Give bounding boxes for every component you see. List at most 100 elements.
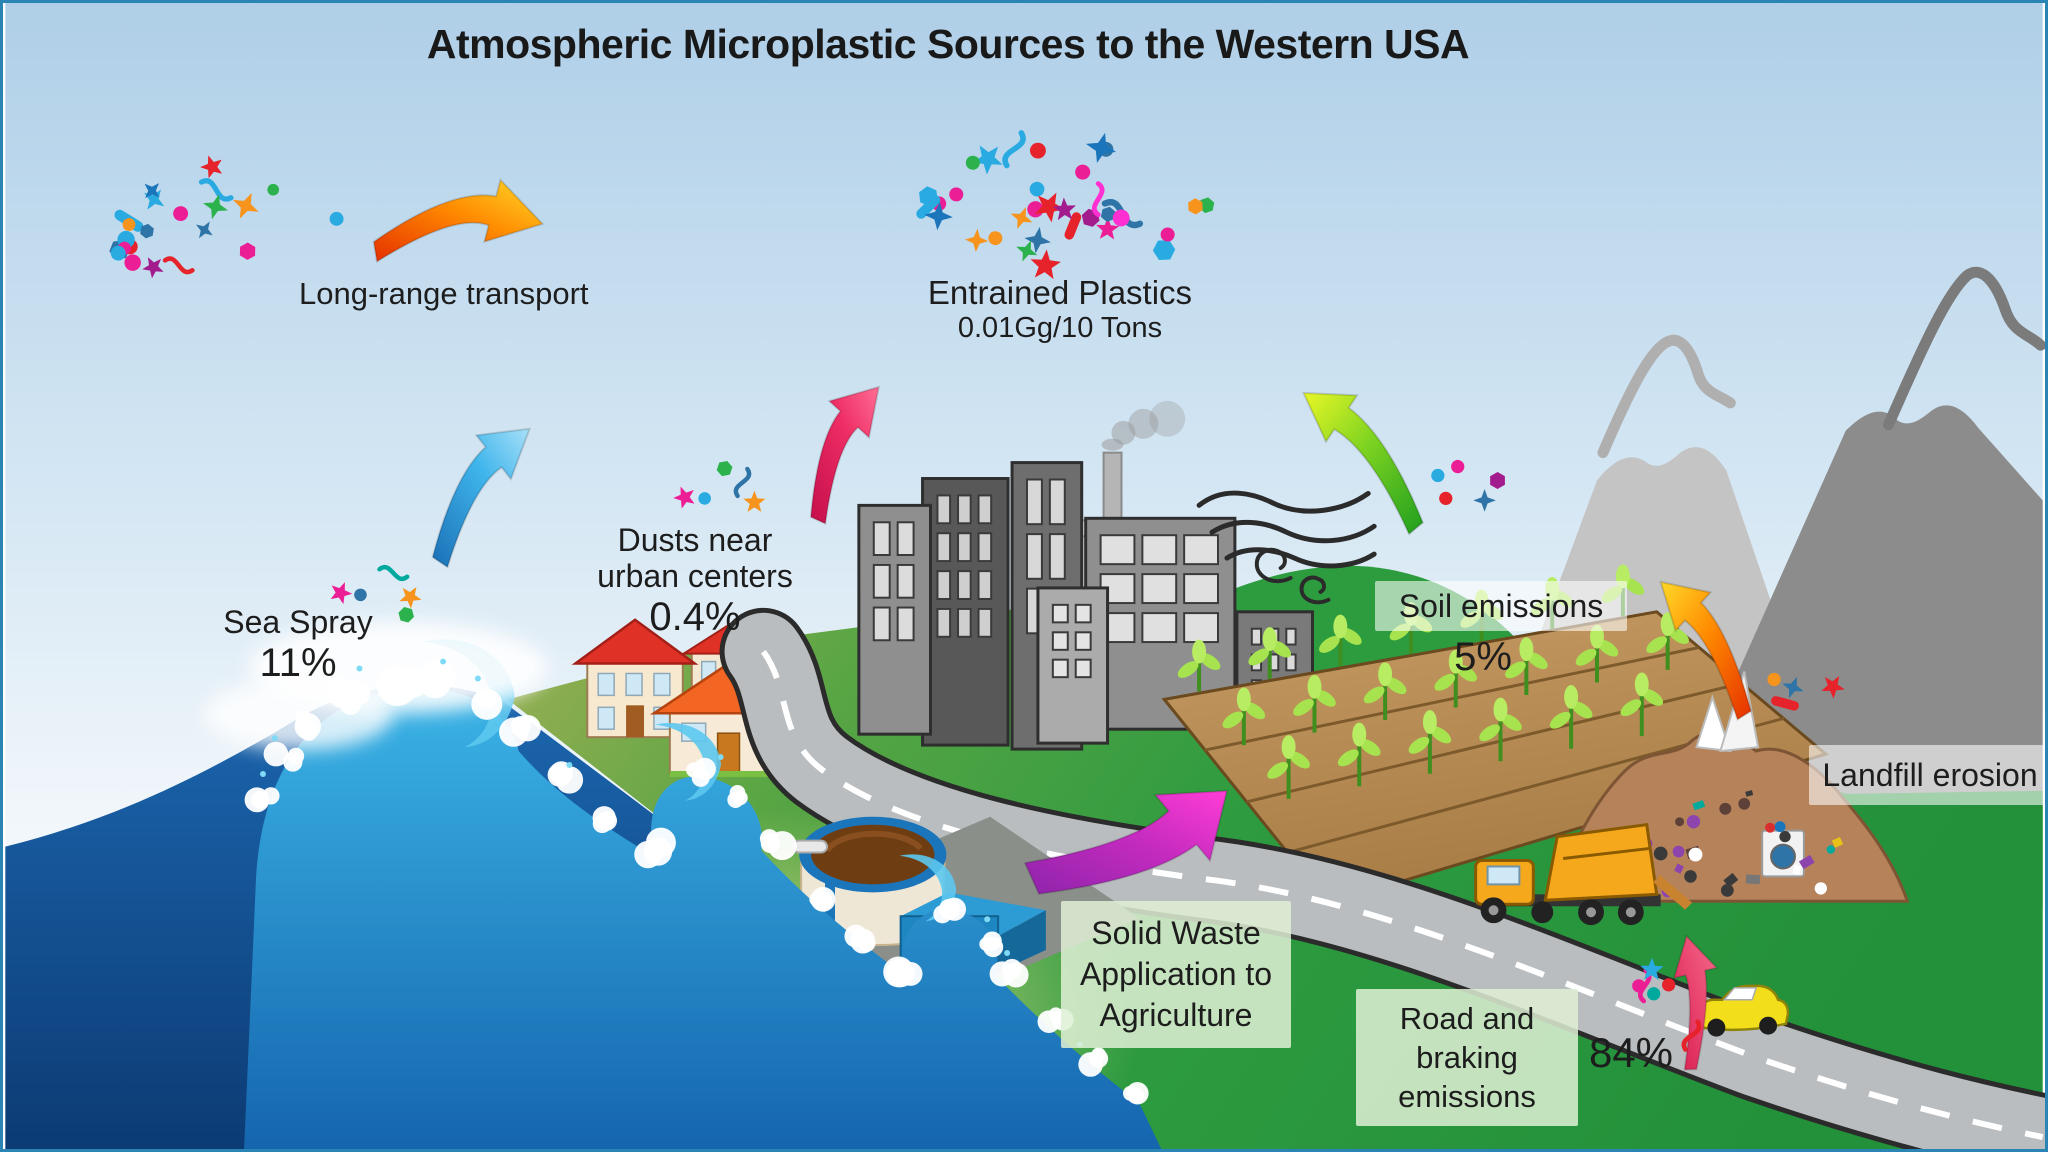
dot-particle [1160,227,1175,242]
star-particle [1640,957,1664,981]
crop-leaf [1479,724,1500,742]
truck-bed [1543,823,1659,902]
sparkle-particle [1085,132,1117,164]
foam-bubble [983,937,1004,958]
hexagon-particle [140,223,154,239]
sparkle-particle [1782,676,1804,699]
hexagon-particle [1188,198,1203,215]
house-lawn [669,770,790,777]
dump-truck [1474,823,1693,926]
dot-particle [173,206,189,222]
sparkle-particle [924,201,953,231]
tank-sludge-swirl [824,830,923,853]
building-window [872,521,891,557]
star-particle [1052,197,1077,221]
label-line: Soil emissions [1398,588,1604,624]
dot-particle [354,588,367,602]
sparkle-particle [924,201,953,231]
label-line: Dusts near [617,522,773,558]
fiber-particle [162,256,195,275]
trash-paper [1695,694,1732,753]
label-line: Road and [1399,1001,1535,1036]
label-soil-value: 5% [1418,635,1548,680]
dot-particle [1451,459,1465,474]
dot-particle [1767,672,1781,687]
house-roof [571,618,699,665]
road-particle-cluster [1632,957,1702,1052]
fiber-particle [377,565,410,582]
label-line: Entrained Plastics [927,274,1193,311]
dot-particle [1431,468,1445,483]
sea-spray-particle-cluster [330,565,422,623]
soil-arrow [1301,391,1425,536]
entrained-particle-cluster [916,130,1215,280]
spray-droplet [984,916,991,923]
crop-leaf [1597,639,1619,657]
crop-leaf [1363,686,1385,704]
building-body [1036,586,1110,745]
foam-bubble [244,787,270,813]
truck-window [1486,865,1521,886]
wind-curl [1254,547,1293,584]
building-body [857,503,932,736]
dot-particle [1662,978,1676,992]
crop-leaf [1646,636,1668,654]
fiber-particle [198,178,234,202]
crop-leaf [1333,614,1348,639]
hexagon-particle [1100,206,1116,222]
hex-particle [716,460,733,477]
house-door [626,705,644,738]
sparkle-particle [1473,489,1496,512]
label-value: 5% [1454,635,1512,679]
foam-bubble [729,785,746,801]
building-window [1025,478,1043,526]
city-building [921,477,1010,747]
house-window [625,672,643,697]
star-particle [200,155,223,179]
label-long-range-transport: Long-range transport [299,276,589,312]
tank-pipe [792,839,829,854]
dot-particle [1767,672,1781,687]
emission-arrows [372,178,1753,1071]
star-particle [1034,192,1065,223]
star-particle [1096,217,1120,240]
sparkle-particle [196,221,213,239]
dot-particle [267,183,280,196]
crop-leaf [1668,627,1689,645]
crop-leaf [1448,649,1463,674]
label-road-braking: Road and braking emissions [1356,989,1578,1126]
dot-particle [1029,181,1045,197]
crop-leaf [1289,751,1310,769]
label-dusts-urban: Dusts near urban centers 0.4% [575,522,815,639]
sparkle-particle [1010,207,1033,229]
landfill-arrow [1659,580,1753,722]
foam-bubble [643,837,673,866]
trash-bit [1720,883,1734,897]
building-window [1285,627,1297,646]
fiber-particle [1002,130,1026,169]
house-window [653,672,671,697]
hex-particle [398,607,414,623]
star-particle [1030,249,1061,280]
building-window [977,570,993,600]
sparkle-particle [1024,226,1051,254]
crop-leaf [1642,688,1664,706]
star-particle [1640,957,1664,981]
building-window [1025,533,1043,580]
scene-artwork [5,3,2045,1149]
hexagon-particle [239,242,256,260]
dot-particle [698,492,711,505]
crop-leaf [1456,664,1478,682]
dot-particle [1112,209,1130,227]
label-line: Sea Spray [223,604,373,640]
star-particle [673,486,695,509]
dot-particle [1030,142,1046,159]
trash-bit [1745,874,1761,885]
crop-plant [1293,674,1336,733]
mountain-light-peak-outline [1597,334,1736,459]
dot-particle [1030,142,1046,159]
sparkle-particle [144,183,160,199]
star-particle [972,145,1003,175]
trash-bit [1688,847,1703,862]
